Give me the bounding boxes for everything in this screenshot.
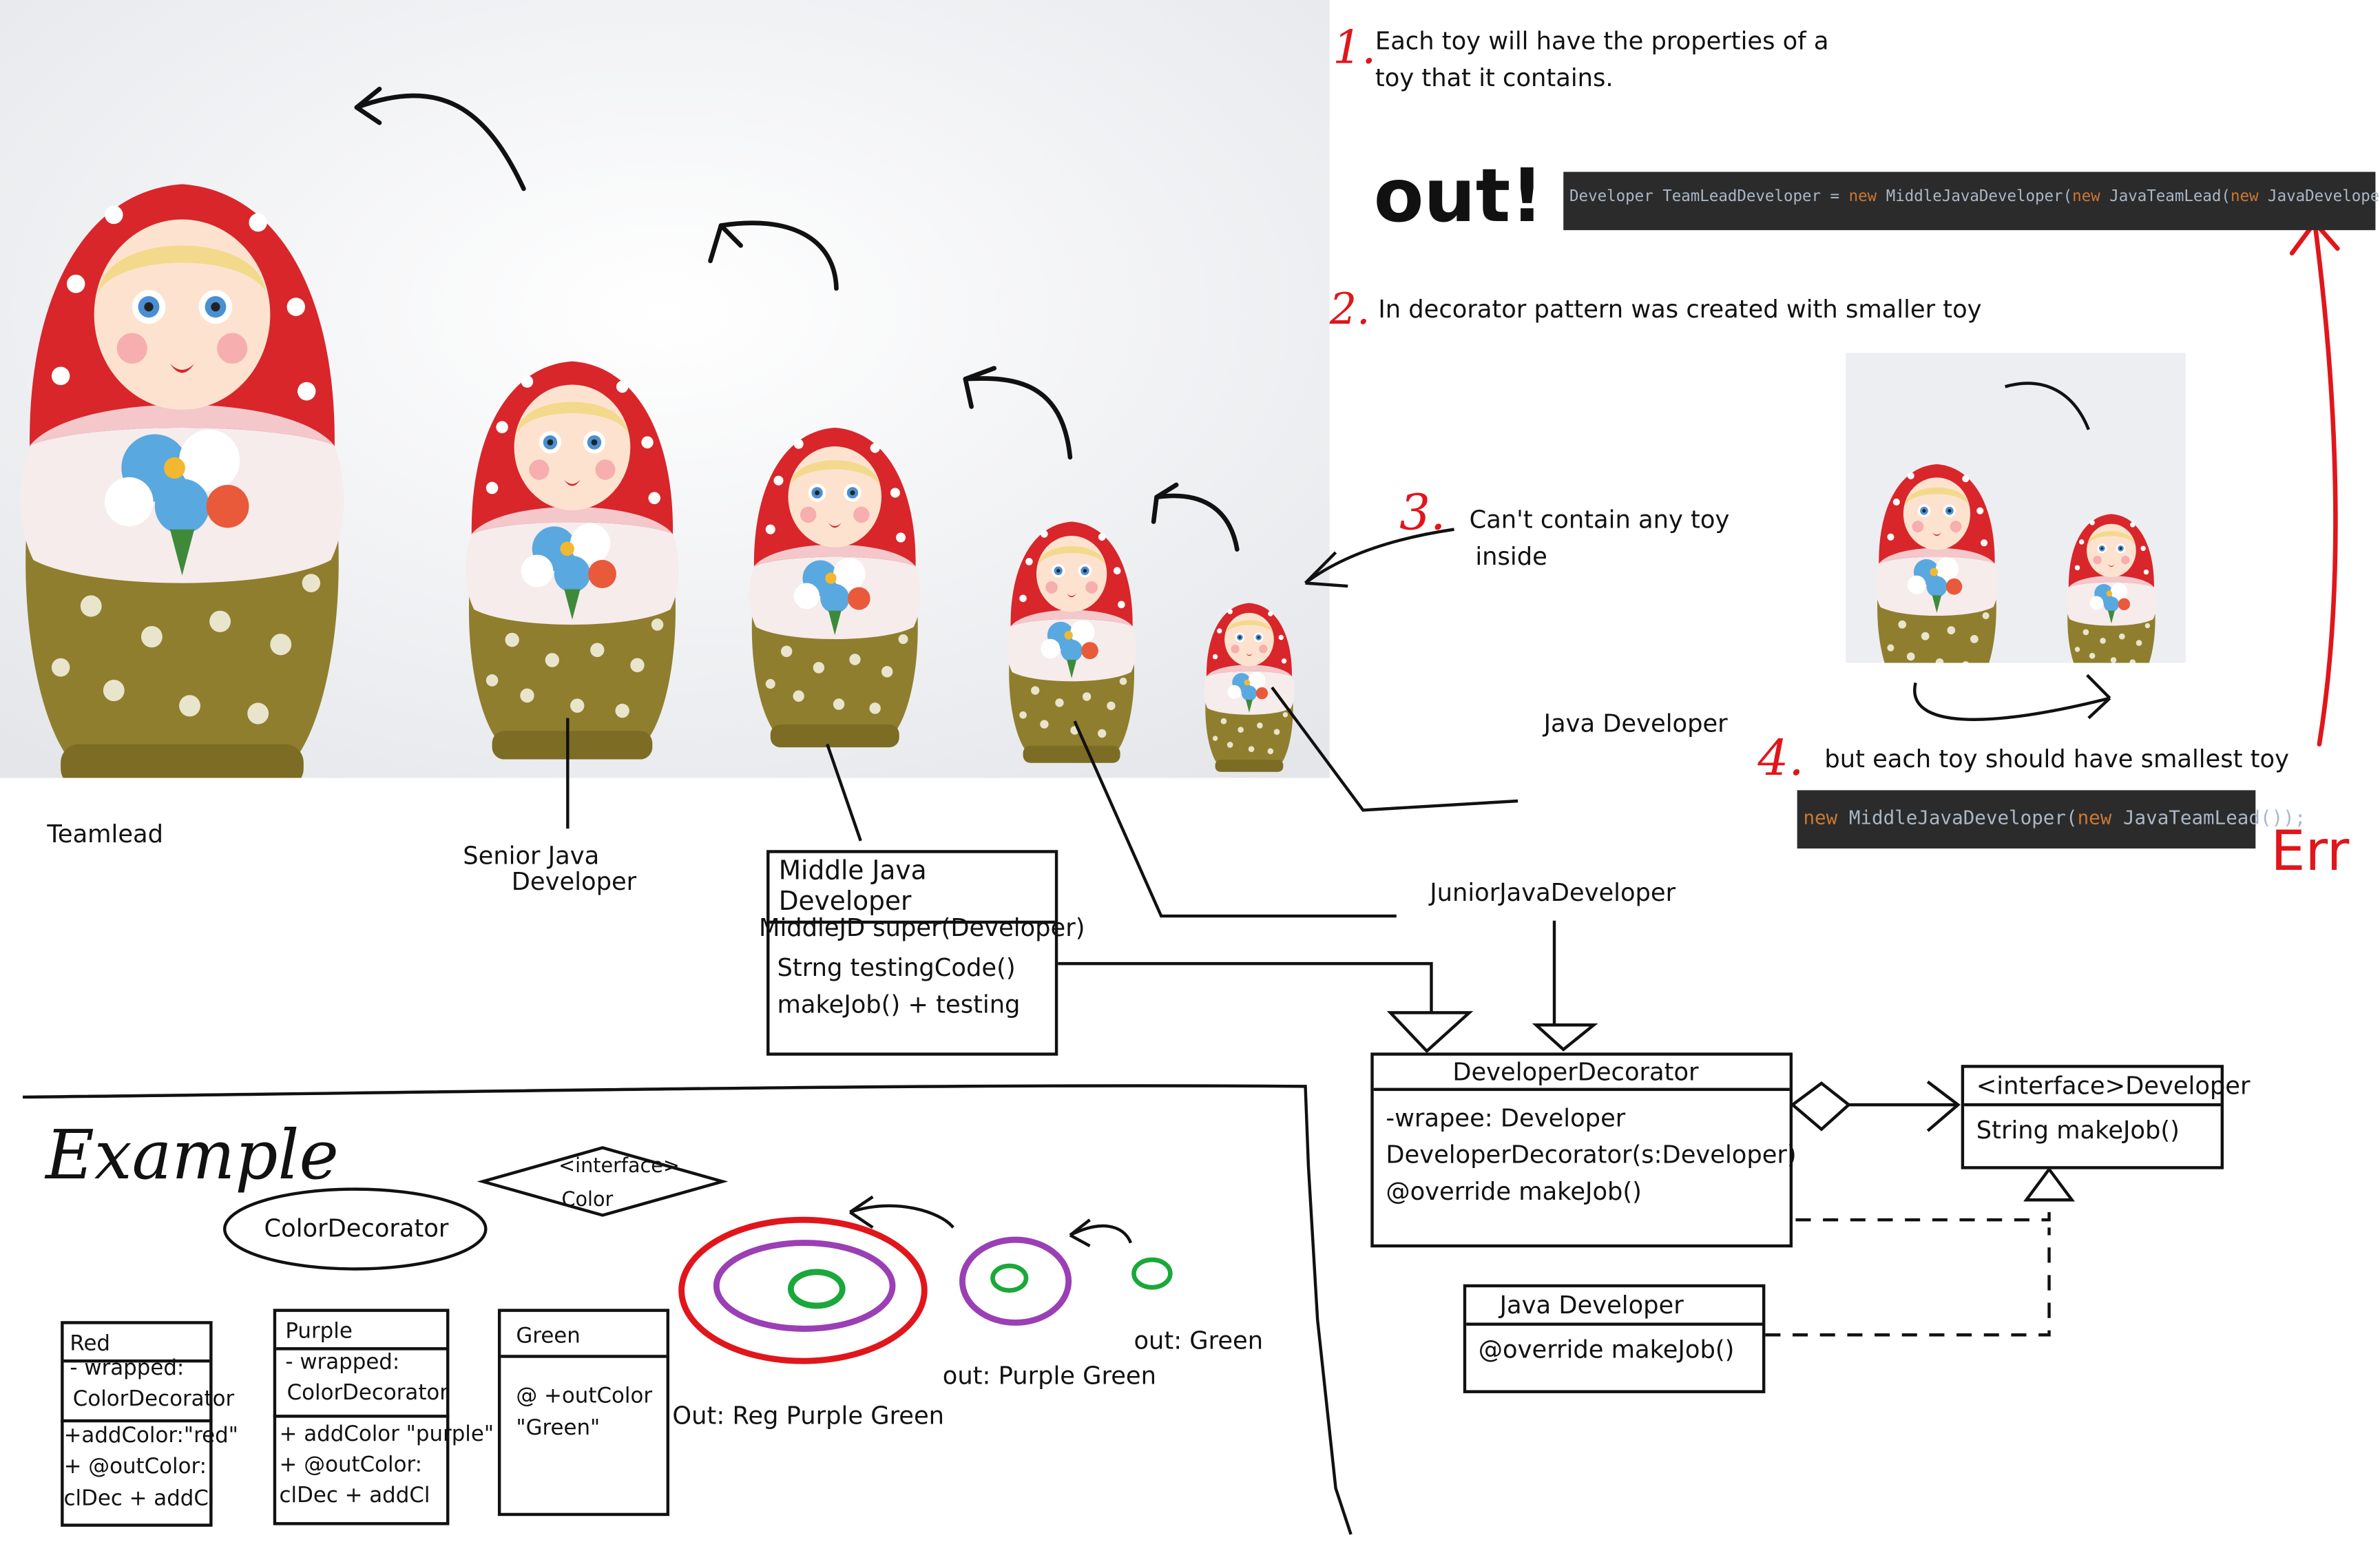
code1-keyword-1: new [1848,189,1877,206]
color-interface-line-2: Color [561,1189,614,1213]
code2-part-2: JavaTeamLead()); [2111,805,2306,829]
green-box-line-2: "Green" [516,1416,601,1441]
note-4-text: but each toy should have smallest toy [1824,744,2289,773]
developer-interface-box: <interface>Developer String makeJob() [1961,1065,2251,1169]
red-class-box: Red [61,1321,213,1527]
out-green-label: out: Green [1134,1325,1264,1355]
purple-box-title: Purple [276,1312,447,1351]
color-decorator-label: ColorDecorator [264,1214,449,1243]
inset-doll-photo [1846,353,2186,663]
code-snippet-correct: Developer TeamLeadDeveloper = new Middle… [1563,171,2380,231]
note-2-number: 2. [1329,284,1370,335]
code2-keyword-1: new [1803,805,1838,829]
purple-box-line-2: ColorDecorator [286,1381,449,1406]
red-box-line-4: + @outColor: [63,1455,207,1479]
code1-part-1: Developer TeamLeadDeveloper = [1569,189,1849,206]
java-developer-box: Java Developer @override makeJob() [1463,1284,1766,1393]
decorator-box-title: DeveloperDecorator [1373,1056,1790,1092]
code2-keyword-2: new [2077,805,2112,829]
purple-box-line-1: - wrapped: [285,1350,400,1375]
interface-box-title: <interface>Developer [1964,1068,2251,1107]
note-3-number: 3. [1399,483,1446,542]
middle-box-line-1: MiddleJD super(Developer) [759,913,1085,942]
purple-box-line-5: clDec + addCl [279,1483,430,1509]
err-label: Err [2271,820,2350,884]
decorator-line-2: DeveloperDecorator(s:Developer) [1386,1140,1797,1169]
code1-keyword-2: new [2072,189,2100,206]
red-box-line-5: clDec + addCl [63,1486,215,1512]
middle-box-line-2: Strng testingCode() [777,952,1016,982]
color-interface-line-1: <interface> [559,1155,680,1179]
code1-part-4: JavaDeveloper()) [2268,189,2380,206]
note-1-number: 1. [1333,21,1377,76]
red-box-title: Red [63,1324,210,1363]
red-box-line-2: ColorDecorator [72,1387,235,1412]
label-junior-java-developer: JuniorJavaDeveloper [1430,877,1676,907]
out-label: out! [1373,153,1544,240]
note-2-text: In decorator pattern was created with sm… [1378,294,1982,324]
label-teamlead: Teamlead [47,819,164,849]
middle-box-title: Middle Java Developer [769,853,1055,924]
note-4-number: 4. [1757,729,1804,787]
interface-line-1: String makeJob() [1976,1115,2180,1145]
example-heading: Example [45,1116,339,1196]
decorator-line-1: -wrapee: Developer [1386,1103,1626,1133]
purple-box-divider [273,1415,450,1418]
code1-part-2: MiddleJavaDeveloper( [1877,189,2073,206]
label-java-developer: Java Developer [1543,709,1728,738]
red-box-divider [61,1419,213,1423]
purple-box-line-4: + @outColor: [279,1452,423,1478]
matryoshka-photo [0,0,1330,778]
green-box-line-1: @ +outColor [516,1384,653,1409]
middle-box-line-3: makeJob() + testing [777,989,1021,1019]
green-class-box: Green [497,1309,670,1517]
note-1-line-2: toy that it contains. [1375,63,1614,92]
java-developer-box-title: Java Developer [1466,1287,1762,1326]
out-purple-label: out: Purple Green [942,1361,1156,1391]
label-senior-line-1: Senior Java [463,840,600,871]
code1-keyword-3: new [2230,189,2259,206]
note-1-line-1: Each toy will have the properties of a [1375,25,1829,56]
middle-java-developer-box: Middle Java Developer [766,850,1058,1056]
green-box-title: Green [501,1312,667,1358]
label-senior-line-2: Developer [511,866,637,897]
note-3-line-1: Can't contain any toy [1469,504,1730,534]
code1-part-3: JavaTeamLead( [2100,189,2231,206]
decorator-line-3: @override makeJob() [1386,1176,1642,1207]
code-snippet-error: new MiddleJavaDeveloper(new JavaTeamLead… [1797,790,2306,849]
purple-box-line-3: + addColor "purple" [279,1422,494,1447]
red-box-line-1: - wrapped: [70,1356,185,1382]
code2-part-1: MiddleJavaDeveloper( [1837,805,2078,829]
developer-decorator-box: DeveloperDecorator -wrapee: Developer De… [1370,1052,1797,1248]
note-3-line-2: inside [1475,541,1547,571]
java-developer-line-1: @override makeJob() [1478,1335,1735,1364]
out-red-label: Out: Reg Purple Green [672,1401,945,1430]
red-box-line-3: +addColor:"red" [63,1424,238,1449]
